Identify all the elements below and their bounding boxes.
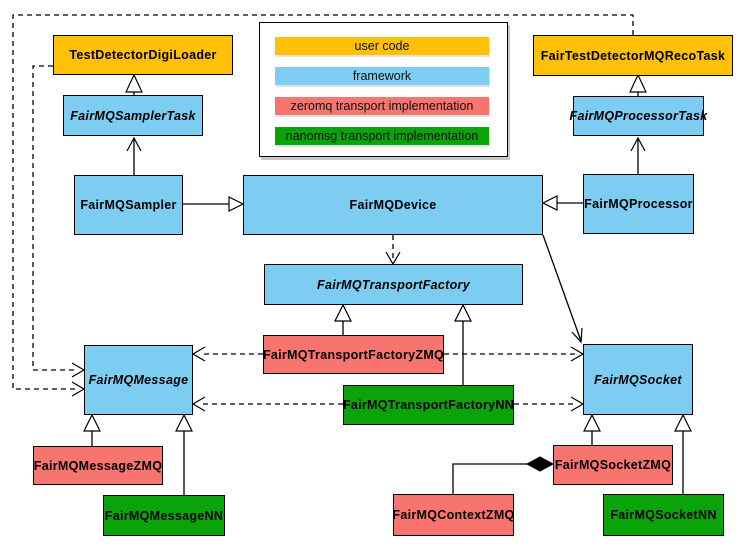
- class-box-fairmqtransportfactorynn: FairMQTransportFactoryNN: [343, 385, 514, 425]
- edge-tfnn-extends-transportfactory: [454, 303, 472, 385]
- class-label: FairMQMessageNN: [104, 508, 224, 523]
- class-label: FairMQMessageZMQ: [33, 458, 163, 473]
- edge-messagenn-extends-message: [175, 413, 193, 495]
- class-box-fairmqsamplertask: FairMQSamplerTask: [63, 95, 203, 136]
- edge-socketzmq-extends-socket: [583, 413, 601, 445]
- class-label: FairMQSocketNN: [610, 508, 717, 522]
- edge-sampler-uses-samplertask: [126, 136, 142, 175]
- edge-socketnn-extends-socket: [674, 413, 692, 494]
- class-label: FairMQSocketZMQ: [554, 458, 672, 472]
- class-box-testdetectordigiloader: TestDetectorDigiLoader: [53, 35, 233, 75]
- class-box-fairmqdevice: FairMQDevice: [243, 175, 543, 235]
- legend-item-user-code: user code: [275, 37, 489, 55]
- class-label: FairMQSamplerTask: [70, 108, 196, 123]
- legend-item-zeromq: zeromq transport implementation: [275, 97, 489, 115]
- edge-tfzmq-depends-message: [191, 346, 263, 362]
- class-label: FairMQContextZMQ: [392, 508, 515, 522]
- class-label: FairMQDevice: [349, 198, 437, 212]
- class-label: FairMQTransportFactoryNN: [342, 398, 515, 412]
- legend-item-nanomsg: nanomsg transport implementation: [275, 127, 489, 145]
- class-label: FairMQProcessorTask: [569, 109, 708, 123]
- legend-label: framework: [352, 69, 412, 83]
- legend-label: zeromq transport implementation: [290, 99, 474, 113]
- legend-item-framework: framework: [275, 67, 489, 85]
- legend-label: user code: [354, 39, 410, 53]
- class-label: FairMQMessage: [88, 373, 189, 387]
- class-box-fairmqprocessortask: FairMQProcessorTask: [570, 96, 707, 136]
- edge-processortask-extends-recotask: [629, 73, 647, 96]
- edge-device-depends-transportfactory: [385, 235, 401, 266]
- class-box-fairmqsocketzmq: FairMQSocketZMQ: [553, 445, 673, 485]
- edge-device-uses-socket: [542, 234, 583, 344]
- class-box-fairmqcontextzmq: FairMQContextZMQ: [392, 494, 515, 536]
- edge-tfzmq-extends-transportfactory: [334, 303, 352, 335]
- edge-processor-extends-device: [541, 195, 583, 211]
- edge-tfzmq-depends-socket: [444, 346, 585, 362]
- class-label: FairMQProcessor: [584, 197, 693, 211]
- edge-messagezmq-extends-message: [83, 413, 101, 446]
- class-box-fairmqtransportfactory: FairMQTransportFactory: [264, 264, 523, 305]
- edge-tfnn-depends-message: [191, 396, 343, 412]
- legend-label: nanomsg transport implementation: [285, 129, 479, 143]
- class-label: TestDetectorDigiLoader: [69, 48, 217, 62]
- class-box-fairmqmessage: FairMQMessage: [84, 345, 193, 415]
- edge-contextzmq-composed-in-socketzmq: [452, 456, 555, 494]
- edge-processor-uses-processortask: [630, 136, 646, 174]
- class-box-fairmqprocessor: FairMQProcessor: [583, 174, 694, 234]
- class-box-fairmqsocketnn: FairMQSocketNN: [603, 494, 724, 536]
- class-box-fairmqmessagezmq: FairMQMessageZMQ: [33, 446, 163, 485]
- legend-panel: user code framework zeromq transport imp…: [259, 22, 508, 157]
- edge-sampler-extends-device: [183, 196, 245, 212]
- edge-samplertask-extends-loader: [125, 73, 143, 95]
- class-box-fairmqsampler: FairMQSampler: [74, 175, 183, 235]
- class-label: FairMQTransportFactory: [317, 277, 470, 292]
- class-label: FairTestDetectorMQRecoTask: [540, 48, 726, 63]
- class-label: FairMQSampler: [80, 198, 177, 212]
- class-box-fairmqtransportfactoryzmq: FairMQTransportFactoryZMQ: [263, 335, 444, 374]
- class-box-fairtestdetectormqrecotask: FairTestDetectorMQRecoTask: [533, 35, 733, 76]
- class-box-fairmqsocket: FairMQSocket: [583, 344, 693, 415]
- class-label: FairMQTransportFactoryZMQ: [262, 347, 445, 362]
- edge-tfnn-depends-socket: [514, 396, 585, 412]
- class-box-fairmqmessagenn: FairMQMessageNN: [103, 495, 225, 536]
- class-label: FairMQSocket: [594, 372, 682, 387]
